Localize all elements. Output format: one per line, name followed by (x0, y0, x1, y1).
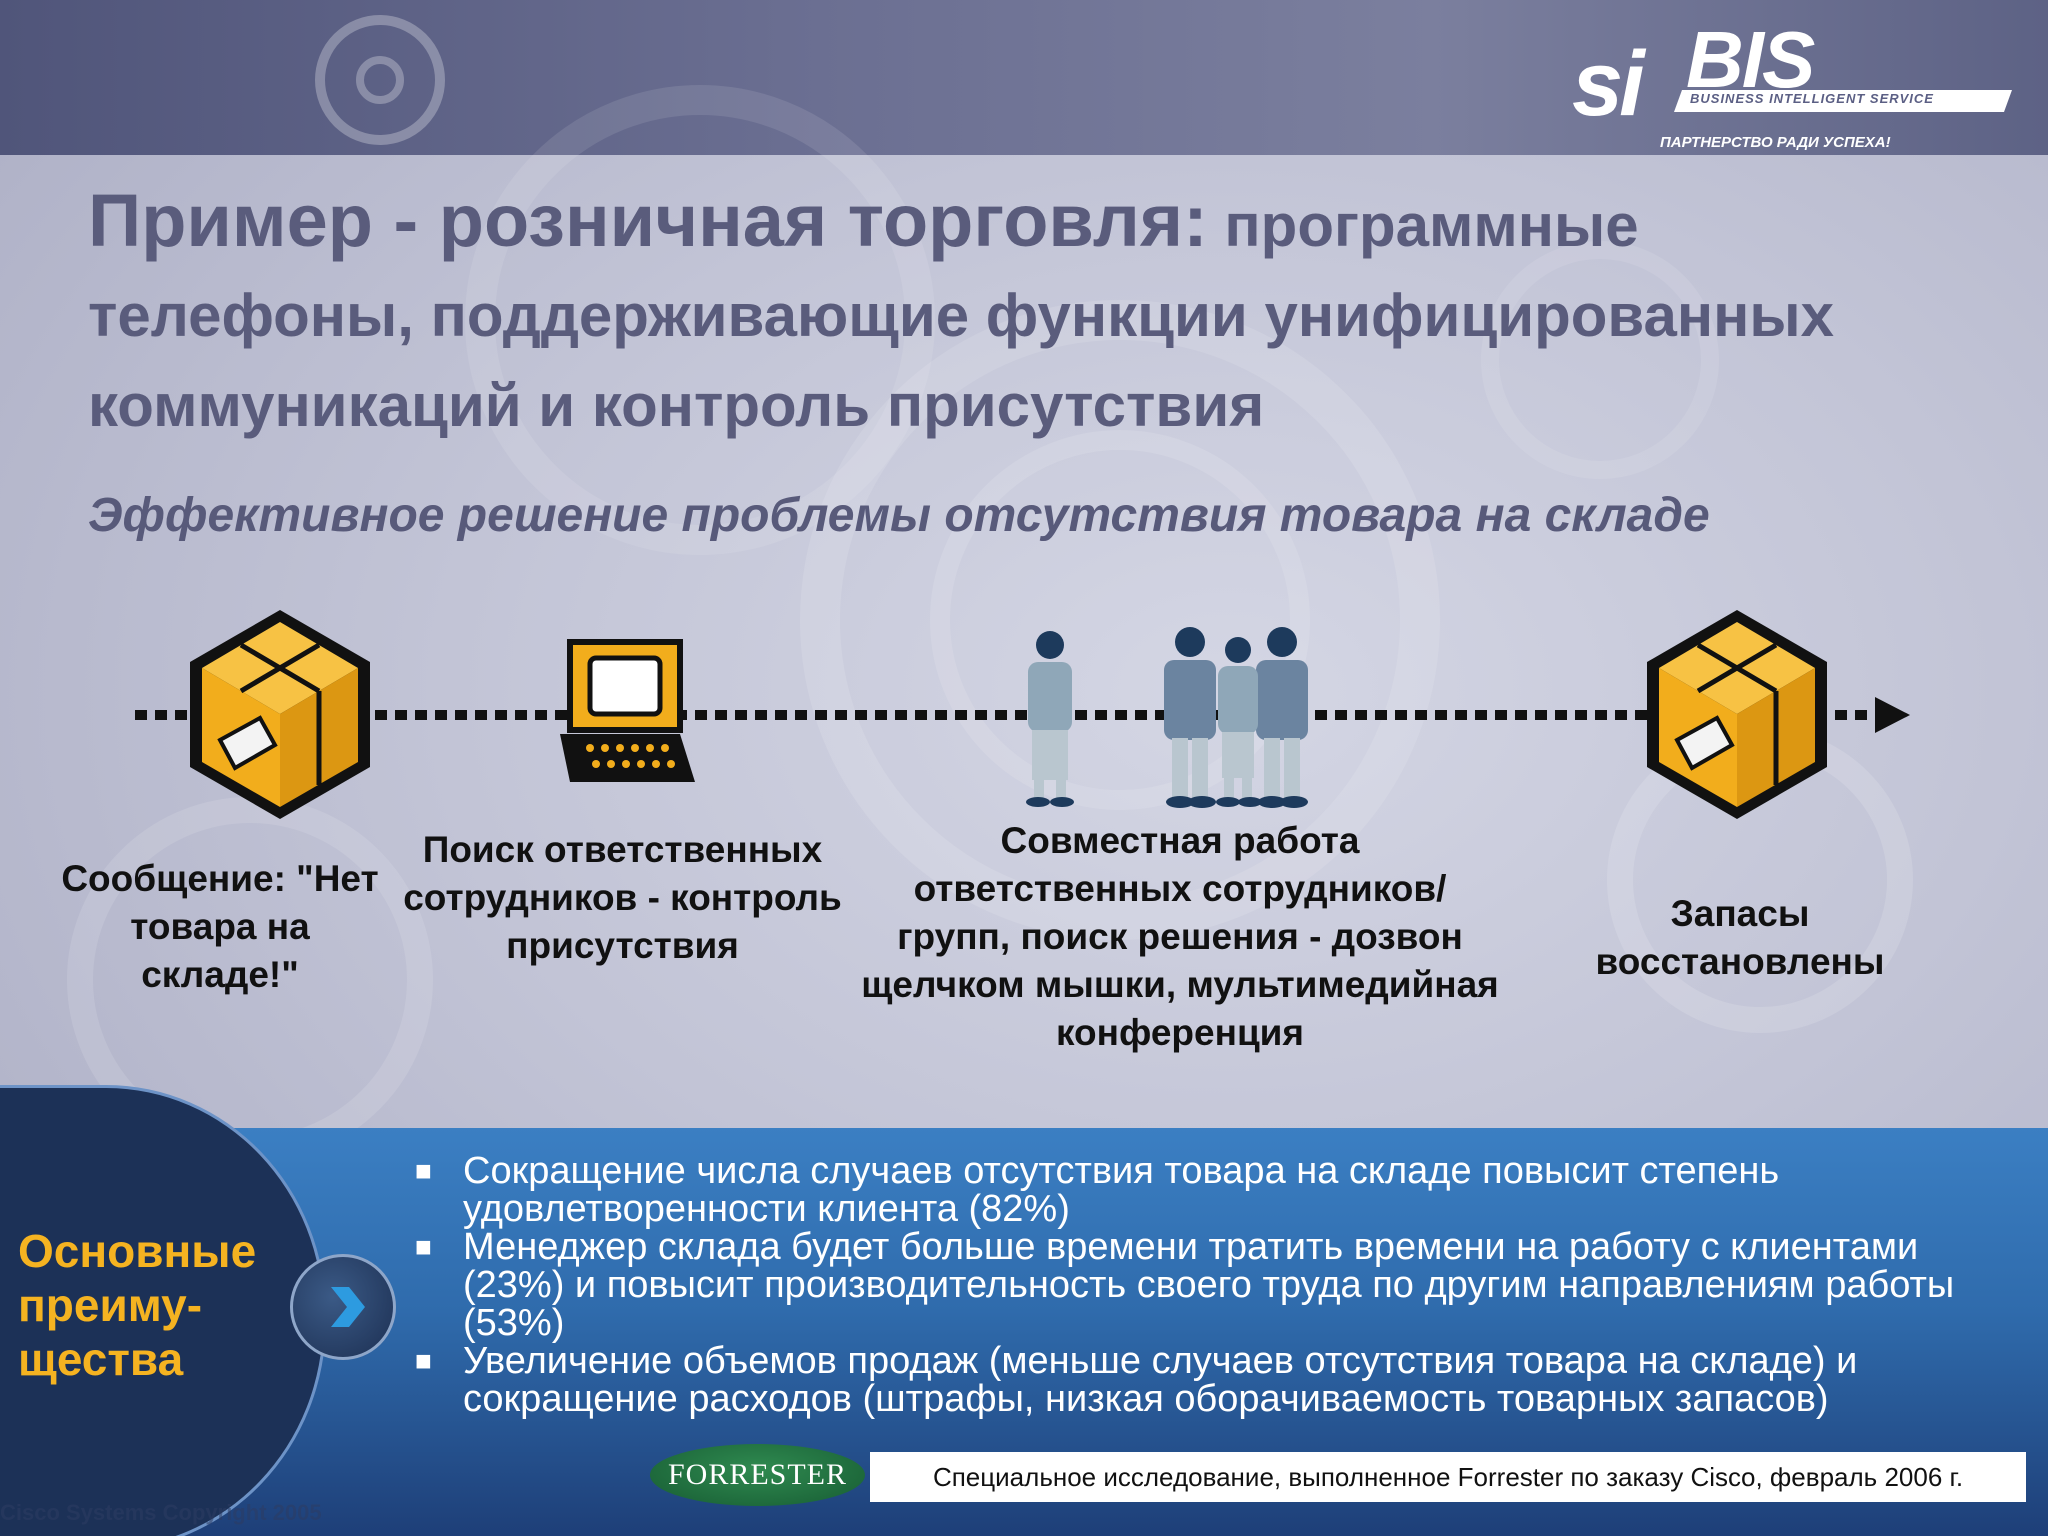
benefits-list: ■ Сокращение числа случаев отсутствия тов… (415, 1152, 2015, 1418)
bullet-icon: ■ (415, 1345, 432, 1376)
title-rest: программные телефоны, поддерживающие фун… (88, 192, 1834, 439)
logo-subtitle: BUSINESS INTELLIGENT SERVICE (1690, 91, 1934, 106)
benefits-title: Основные преиму-щества (18, 1225, 257, 1385)
step-label-message: Сообщение: "Нет товара на складе!" (61, 858, 379, 995)
computer-icon (560, 639, 695, 782)
benefit-text: Увеличение объемов продаж (меньше случае… (463, 1340, 1858, 1420)
slide-subtitle: Эффективное решение проблемы отсутствия … (88, 489, 1710, 542)
copyright-text: Cisco Systems Copyright 2005 (0, 1500, 322, 1525)
logo-si: si (1572, 33, 1645, 135)
benefit-item: ■ Менеджер склада будет больше времени тр… (415, 1228, 2015, 1342)
forrester-logo: FORRESTER (650, 1444, 865, 1506)
benefit-item: ■ Сокращение числа случаев отсутствия тов… (415, 1152, 2015, 1228)
step-label-collaboration: Совместная работа ответственных сотрудни… (861, 820, 1499, 1053)
step-label-search: Поиск ответственных сотрудников - контро… (403, 829, 842, 966)
benefit-item: ■ Увеличение объемов продаж (меньше случа… (415, 1342, 2015, 1418)
bullet-icon: ■ (415, 1155, 432, 1186)
chevron-right-icon (331, 1287, 365, 1327)
logo-tagline: ПАРТНЕРСТВО РАДИ УСПЕХА! (1660, 134, 1891, 151)
logo-bis: BIS (1686, 15, 1815, 104)
source-note: Специальное исследование, выполненное Fo… (870, 1452, 2026, 1502)
box-icon (190, 610, 370, 819)
benefit-text: Сокращение числа случаев отсутствия това… (463, 1150, 1780, 1230)
box-icon (1647, 610, 1827, 819)
step-label-restored: Запасы восстановлены (1595, 893, 1885, 982)
benefit-text: Менеджер склада будет больше времени тра… (463, 1226, 1955, 1344)
next-arrow-button[interactable] (290, 1254, 396, 1360)
arrowhead-icon (1875, 697, 1910, 733)
header-band (0, 0, 2048, 155)
title-main: Пример - розничная торговля: (88, 179, 1208, 262)
sibis-logo: si BIS BUSINESS INTELLIGENT SERVICE ПАРТ… (1560, 15, 2013, 158)
slide-title: Пример - розничная торговля: программные… (88, 184, 1968, 459)
people-icon (1164, 627, 1308, 808)
bullet-icon: ■ (415, 1231, 432, 1262)
process-timeline (135, 610, 1910, 819)
person-icon (1026, 631, 1074, 807)
